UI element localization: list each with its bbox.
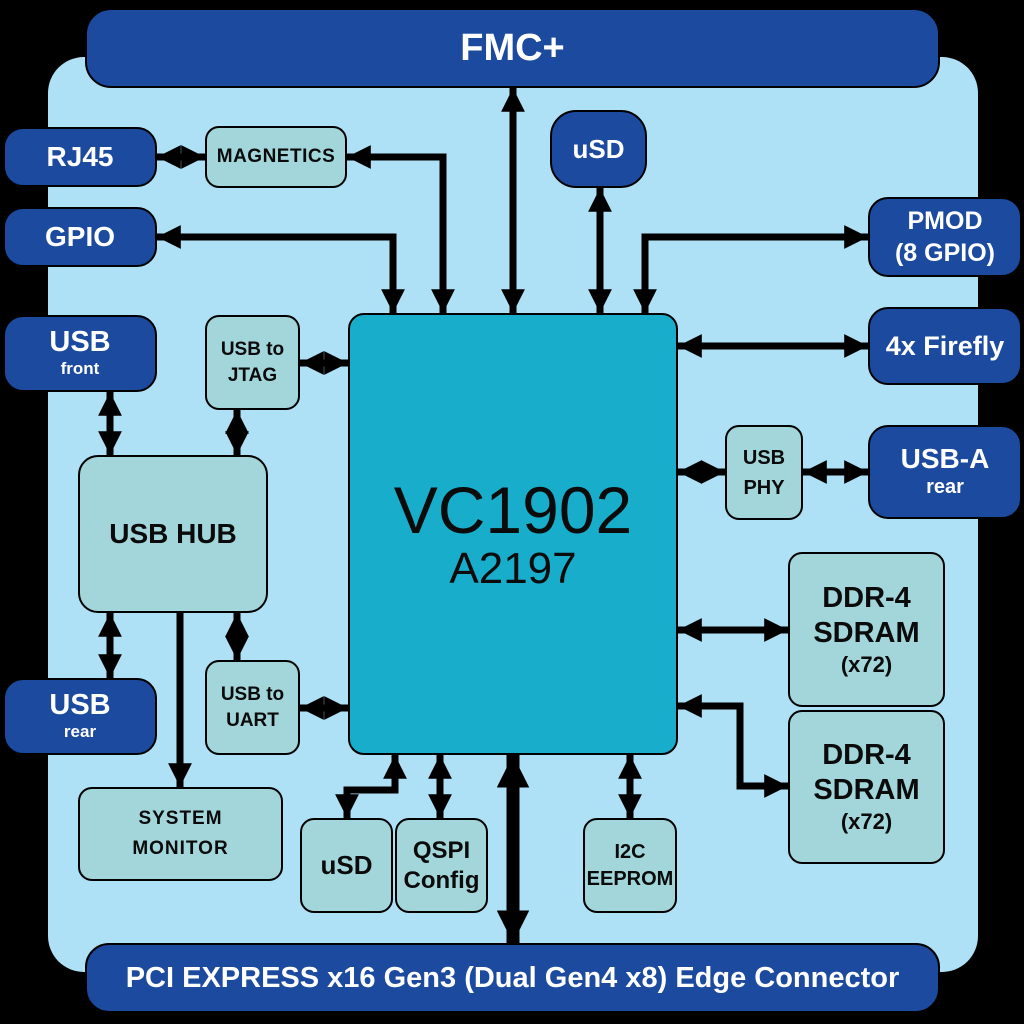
node-system-monitor: SYSTEM MONITOR (78, 787, 283, 881)
node-ddr4-sdram-top: DDR-4 SDRAM (x72) (788, 552, 945, 707)
node-usb-front-sublabel: front (60, 358, 100, 378)
node-qspi-config: QSPI Config (395, 818, 488, 913)
node-ddr4-top-label-line1: DDR-4 (822, 581, 911, 614)
node-usb-phy: USB PHY (725, 425, 803, 520)
wire-chip-ddr4-bottom (678, 694, 788, 798)
node-gpio-label: GPIO (44, 221, 115, 252)
wire-chip-pmod (633, 225, 868, 313)
node-ddr4-top-label-line3: (x72) (840, 651, 893, 677)
node-usb-to-uart-label-line1: USB to (220, 683, 285, 705)
node-ddr4-top-label-line2: SDRAM (813, 616, 920, 649)
node-usb-hub: USB HUB (78, 455, 268, 613)
wire-magnetics-chip (347, 145, 455, 313)
node-rj45-label: RJ45 (46, 141, 114, 172)
node-pcie-edge-connector: PCI EXPRESS x16 Gen3 (Dual Gen4 x8) Edge… (85, 943, 940, 1013)
node-chip-sublabel: A2197 (449, 543, 577, 593)
node-usd-bottom: uSD (300, 818, 393, 913)
node-qspi-label-line1: QSPI (412, 836, 471, 864)
node-usb-front: USB front (3, 315, 157, 392)
node-usb-to-uart: USB to UART (205, 660, 300, 755)
node-pmod-label-line1: PMOD (907, 206, 983, 235)
node-usb-a-rear: USB-A rear (868, 425, 1022, 519)
node-usb-rear: USB rear (3, 678, 157, 755)
wire-chip-usd-bottom (335, 755, 407, 818)
node-usb-phy-label-line1: USB (742, 446, 786, 469)
node-firefly: 4x Firefly (868, 307, 1022, 385)
node-usb-front-label: USB (49, 326, 111, 359)
node-usb-rear-label: USB (49, 689, 111, 722)
node-system-monitor-label-line1: SYSTEM (138, 807, 223, 829)
node-ddr4-bottom-label-line1: DDR-4 (822, 739, 911, 772)
node-usb-to-jtag-label-line1: USB to (220, 338, 285, 360)
node-fmc-connector: FMC+ (85, 8, 940, 88)
node-ddr4-bottom-label-line2: SDRAM (813, 774, 920, 807)
wire-gpio-chip (157, 225, 405, 313)
node-ddr4-bottom-label-line3: (x72) (840, 809, 893, 835)
node-usd-bottom-label: uSD (320, 850, 373, 880)
node-i2c-label-line1: I2C (614, 840, 646, 863)
node-usd-top: uSD (550, 110, 647, 188)
node-usb-rear-sublabel: rear (63, 721, 97, 741)
node-pmod-label-line2: (8 GPIO) (894, 239, 995, 267)
node-usb-hub-label: USB HUB (109, 518, 237, 549)
node-ddr4-sdram-bottom: DDR-4 SDRAM (x72) (788, 710, 945, 864)
node-usb-to-jtag-label-line2: JTAG (227, 364, 278, 386)
node-rj45: RJ45 (3, 127, 157, 187)
node-magnetics: MAGNETICS (205, 126, 347, 188)
node-chip-label: VC1902 (393, 473, 633, 548)
node-i2c-eeprom: I2C EEPROM (583, 818, 677, 913)
node-i2c-label-line2: EEPROM (586, 867, 674, 890)
node-usb-phy-label-line2: PHY (743, 476, 785, 499)
node-usb-to-uart-label-line2: UART (226, 709, 279, 731)
node-usb-a-rear-sublabel: rear (926, 475, 964, 498)
node-usb-to-jtag: USB to JTAG (205, 315, 300, 410)
node-firefly-label: 4x Firefly (885, 330, 1005, 361)
node-system-monitor-label-line2: MONITOR (132, 838, 229, 859)
node-usb-a-rear-label: USB-A (900, 443, 990, 475)
node-gpio: GPIO (3, 207, 157, 267)
node-usd-top-label: uSD (572, 133, 625, 164)
node-qspi-label-line2: Config (403, 866, 480, 894)
node-chip-vc1902: VC1902 A2197 (348, 313, 678, 755)
node-pcie-label: PCI EXPRESS x16 Gen3 (Dual Gen4 x8) Edge… (125, 961, 900, 994)
node-magnetics-label: MAGNETICS (216, 146, 336, 167)
node-fmc-label: FMC+ (460, 26, 565, 69)
node-pmod: PMOD (8 GPIO) (868, 197, 1022, 277)
